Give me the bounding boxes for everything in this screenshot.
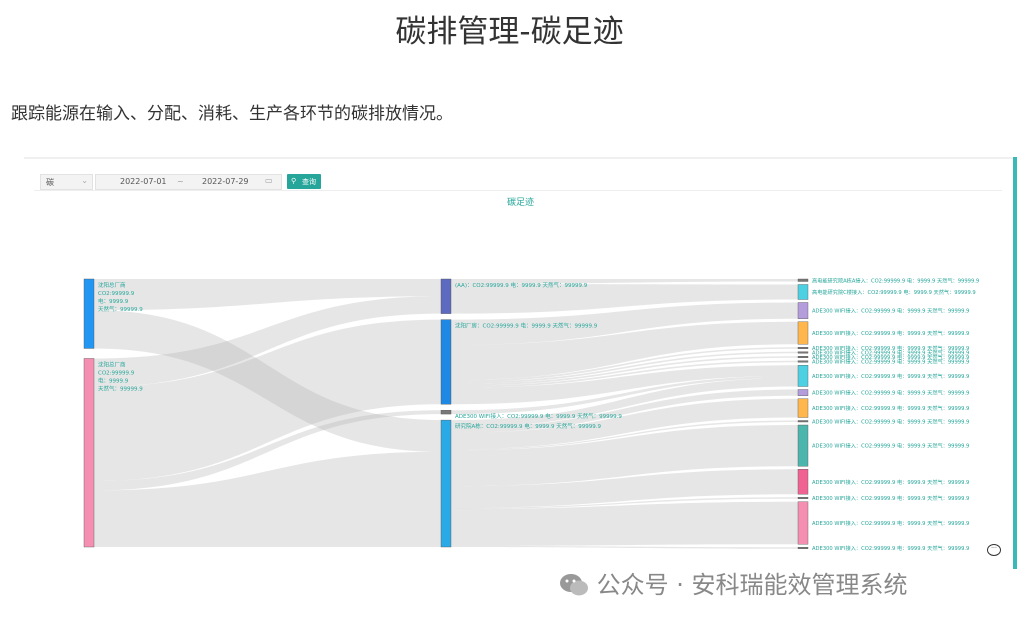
- sankey-node-label: ADE300 WIFI接入：CO2:99999.9 电：9999.9 天然气：9…: [455, 412, 622, 420]
- sankey-node-label: ADE300 WIFI接入：CO2:99999.9 电：9999.9 天然气：9…: [812, 544, 969, 552]
- sankey-node-label: ADE300 WIFI接入：CO2:99999.9 电：9999.9 天然气：9…: [812, 519, 969, 527]
- sankey-node-label: ADE300 WIFI接入：CO2:99999.9 电：9999.9 天然气：9…: [812, 417, 969, 425]
- sankey-link: [451, 279, 798, 284]
- sankey-node[interactable]: [797, 365, 809, 387]
- sankey-node-label: ADE300 WIFI接入：CO2:99999.9 电：9999.9 天然气：9…: [812, 404, 969, 412]
- sankey-node-label: 沈阳厂房：CO2:99999.9 电：9999.9 天然气：99999.9: [455, 322, 598, 330]
- sankey-node[interactable]: [797, 501, 809, 545]
- sankey-link: [451, 398, 798, 450]
- sankey-node[interactable]: [440, 419, 452, 548]
- sankey-node-label: ADE300 WIFI接入：CO2:99999.9 电：9999.9 天然气：9…: [812, 349, 969, 357]
- type-select[interactable]: 碳 ⌄: [40, 174, 93, 190]
- sankey-node-label: CO2:99999.9: [98, 291, 135, 297]
- sankey-node[interactable]: [797, 469, 809, 495]
- sankey-link: [451, 545, 798, 549]
- sankey-node[interactable]: [797, 356, 809, 358]
- sankey-node-label: ADE300 WIFI接入：CO2:99999.9 电：9999.9 天然气：9…: [812, 329, 969, 337]
- sankey-link: [451, 351, 798, 384]
- sankey-link: [451, 360, 798, 388]
- sankey-link: [94, 310, 441, 452]
- sankey-link: [451, 347, 798, 382]
- sankey-node-label: (AA)：CO2:99999.9 电：9999.9 天然气：99999.9: [455, 281, 588, 289]
- sankey-link: [451, 302, 798, 345]
- sankey-chart: 沈阳总厂商CO2:99999.9电：9999.9天然气：99999.9沈阳总厂商…: [83, 276, 979, 552]
- chart-title: 碳足迹: [506, 198, 534, 208]
- sankey-node-label: ADE300 WIFI接入：CO2:99999.9 电：9999.9 天然气：9…: [812, 494, 969, 502]
- query-button-label: 查询: [302, 178, 316, 186]
- sankey-link: [451, 356, 798, 386]
- sankey-link: [451, 389, 798, 433]
- start-date[interactable]: 2022-07-01: [120, 177, 167, 186]
- query-button[interactable]: ⚲ 查询: [287, 174, 321, 189]
- sankey-link: [451, 283, 798, 314]
- sankey-link: [451, 321, 798, 380]
- sankey-node-label: 沈阳总厂商: [98, 360, 126, 368]
- watermark: 公众号 · 安科瑞能效管理系统: [559, 565, 908, 600]
- type-select-value: 碳: [46, 178, 54, 187]
- sankey-link: [94, 319, 441, 482]
- sankey-link: [94, 410, 441, 491]
- carbon-footprint-panel: 碳 ⌄ 2022-07-01 ~ 2022-07-29 ▭ ⚲ 查询 碳足迹 沈…: [24, 157, 1017, 571]
- chevron-down-icon: ⌄: [81, 176, 88, 185]
- sankey-link: [94, 279, 441, 311]
- sankey-link: [451, 378, 798, 428]
- sankey-link: [451, 365, 798, 405]
- watermark-text: 公众号 · 安科瑞能效管理系统: [596, 571, 908, 599]
- sankey-node[interactable]: [797, 420, 809, 423]
- sankey-node[interactable]: [797, 497, 809, 499]
- sankey-node-label: 电：9999.9: [98, 297, 129, 305]
- sankey-node[interactable]: [797, 284, 809, 300]
- sankey-node[interactable]: [797, 398, 809, 418]
- sankey-link: [451, 497, 798, 509]
- sankey-node-label: 高电能研究院A栋A接入：CO2:99999.9 电：9999.9 天然气：999…: [812, 276, 979, 284]
- sankey-node-label: 天然气：99999.9: [98, 305, 143, 313]
- sankey-node-label: ADE300 WIFI接入：CO2:99999.9 电：9999.9 天然气：9…: [812, 442, 969, 450]
- sankey-node[interactable]: [83, 358, 95, 548]
- sankey-link: [94, 451, 441, 547]
- sankey-node[interactable]: [440, 278, 452, 314]
- sankey-node-label: 高电能研究院C楼接入：CO2:99999.9 电：9999.9 天然气：9999…: [812, 288, 976, 296]
- end-date[interactable]: 2022-07-29: [202, 177, 249, 186]
- sankey-node[interactable]: [797, 360, 809, 363]
- page-title: 碳排管理-碳足迹: [395, 14, 624, 50]
- sankey-node-label: ADE300 WIFI接入：CO2:99999.9 电：9999.9 天然气：9…: [812, 353, 969, 361]
- sankey-link: [451, 420, 798, 451]
- sankey-link: [451, 469, 798, 508]
- sankey-link: [94, 296, 441, 387]
- date-range-picker[interactable]: 2022-07-01 ~ 2022-07-29 ▭: [95, 174, 282, 190]
- sankey-node[interactable]: [797, 351, 809, 354]
- sankey-node-label: 电：9999.9: [98, 376, 129, 384]
- sankey-node-label: 天然气：99999.9: [98, 384, 143, 392]
- date-separator: ~: [177, 177, 184, 186]
- chat-icon[interactable]: ···: [987, 544, 1001, 556]
- sankey-node[interactable]: [440, 319, 452, 405]
- sankey-node[interactable]: [797, 321, 809, 345]
- toolbar-divider: [34, 190, 1002, 191]
- sankey-link: [451, 501, 798, 546]
- page-description: 跟踪能源在输入、分配、消耗、生产各环节的碳排放情况。: [11, 104, 453, 124]
- sankey-node-label: ADE300 WIFI接入：CO2:99999.9 电：9999.9 天然气：9…: [812, 307, 969, 315]
- sankey-node[interactable]: [440, 410, 452, 415]
- calendar-icon: ▭: [265, 176, 273, 185]
- sankey-node[interactable]: [797, 547, 809, 549]
- search-icon: ⚲: [291, 177, 297, 185]
- sankey-node-label: ADE300 WIFI接入：CO2:99999.9 电：9999.9 天然气：9…: [812, 389, 969, 397]
- sankey-node-label: ADE300 WIFI接入：CO2:99999.9 电：9999.9 天然气：9…: [812, 358, 969, 366]
- sankey-link: [451, 375, 798, 415]
- sankey-link: [451, 425, 798, 487]
- sankey-node[interactable]: [797, 424, 809, 467]
- sankey-node-label: CO2:99999.9: [98, 370, 135, 376]
- sankey-node[interactable]: [797, 389, 809, 396]
- sankey-node-label: ADE300 WIFI接入：CO2:99999.9 电：9999.9 天然气：9…: [812, 478, 969, 486]
- panel-edge: [1013, 157, 1017, 569]
- sankey-node[interactable]: [797, 302, 809, 319]
- sankey-node-label: 沈阳总厂商: [98, 281, 126, 289]
- sankey-node[interactable]: [797, 347, 809, 349]
- sankey-node[interactable]: [797, 278, 809, 282]
- sankey-node-label: ADE300 WIFI接入：CO2:99999.9 电：9999.9 天然气：9…: [812, 344, 969, 352]
- sankey-node-label: ADE300 WIFI接入：CO2:99999.9 电：9999.9 天然气：9…: [812, 372, 969, 380]
- sankey-node-label: 研究院A栋：CO2:99999.9 电：9999.9 天然气：99999.9: [455, 422, 602, 430]
- sankey-node[interactable]: [83, 278, 95, 349]
- wechat-icon: [560, 574, 588, 596]
